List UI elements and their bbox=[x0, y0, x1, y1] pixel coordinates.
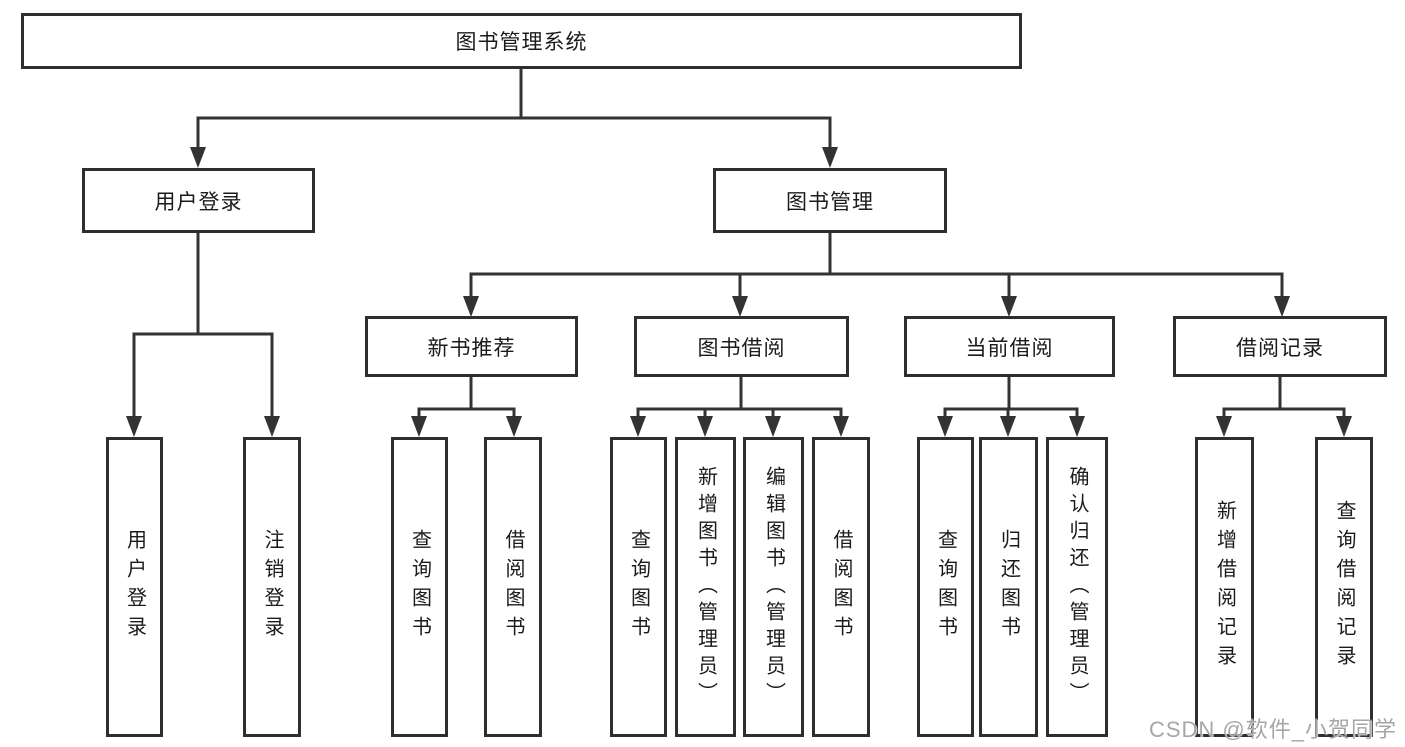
leaf-edit-book-admin: 编辑图书（管理员） bbox=[743, 437, 804, 737]
node-label: 用户登录 bbox=[154, 190, 243, 214]
node-label: 当前借阅 bbox=[965, 336, 1054, 360]
node-new-book-recommend: 新书推荐 bbox=[365, 316, 578, 377]
node-label: 借阅记录 bbox=[1236, 336, 1324, 360]
leaf-label: 借阅图书 bbox=[830, 529, 852, 645]
leaf-label: 注销登录 bbox=[261, 529, 283, 645]
node-root-library-system: 图书管理系统 bbox=[21, 13, 1022, 69]
node-book-borrowing: 图书借阅 bbox=[634, 316, 849, 377]
leaf-label: 用户登录 bbox=[123, 529, 146, 645]
leaf-confirm-return-admin: 确认归还（管理员） bbox=[1046, 437, 1108, 737]
leaf-query-books-borrow: 查询图书 bbox=[610, 437, 667, 737]
leaf-label: 查询借阅记录 bbox=[1333, 500, 1355, 674]
node-borrowing-records: 借阅记录 bbox=[1173, 316, 1387, 377]
leaf-logout: 注销登录 bbox=[243, 437, 301, 737]
leaf-borrow-books: 借阅图书 bbox=[812, 437, 870, 737]
node-book-management: 图书管理 bbox=[713, 168, 947, 233]
leaf-user-login: 用户登录 bbox=[106, 437, 163, 737]
leaf-query-books-recommend: 查询图书 bbox=[391, 437, 448, 737]
leaf-add-borrow-record: 新增借阅记录 bbox=[1195, 437, 1254, 737]
leaf-label: 查询图书 bbox=[934, 529, 957, 645]
leaf-add-book-admin: 新增图书（管理员） bbox=[675, 437, 736, 737]
node-label: 图书管理 bbox=[786, 190, 874, 214]
leaf-query-books-current: 查询图书 bbox=[917, 437, 974, 737]
leaf-label: 新增借阅记录 bbox=[1213, 500, 1236, 674]
node-current-borrowing: 当前借阅 bbox=[904, 316, 1115, 377]
leaf-label: 查询图书 bbox=[408, 529, 431, 645]
node-label: 新书推荐 bbox=[427, 336, 516, 360]
leaf-return-book: 归还图书 bbox=[979, 437, 1038, 737]
node-label: 图书借阅 bbox=[697, 336, 786, 360]
node-user-login: 用户登录 bbox=[82, 168, 315, 233]
leaf-label: 归还图书 bbox=[997, 529, 1020, 645]
leaf-borrow-books-recommend: 借阅图书 bbox=[484, 437, 542, 737]
leaf-label: 查询图书 bbox=[627, 529, 650, 645]
leaf-label: 编辑图书（管理员） bbox=[762, 465, 785, 709]
csdn-watermark: CSDN @软件_小贺同学 bbox=[1148, 717, 1397, 742]
leaf-label: 新增图书（管理员） bbox=[694, 465, 717, 709]
leaf-label: 借阅图书 bbox=[502, 529, 524, 645]
leaf-label: 确认归还（管理员） bbox=[1066, 465, 1088, 709]
leaf-query-borrow-record: 查询借阅记录 bbox=[1315, 437, 1373, 737]
node-label: 图书管理系统 bbox=[455, 31, 588, 54]
arrowheads bbox=[126, 147, 1352, 437]
